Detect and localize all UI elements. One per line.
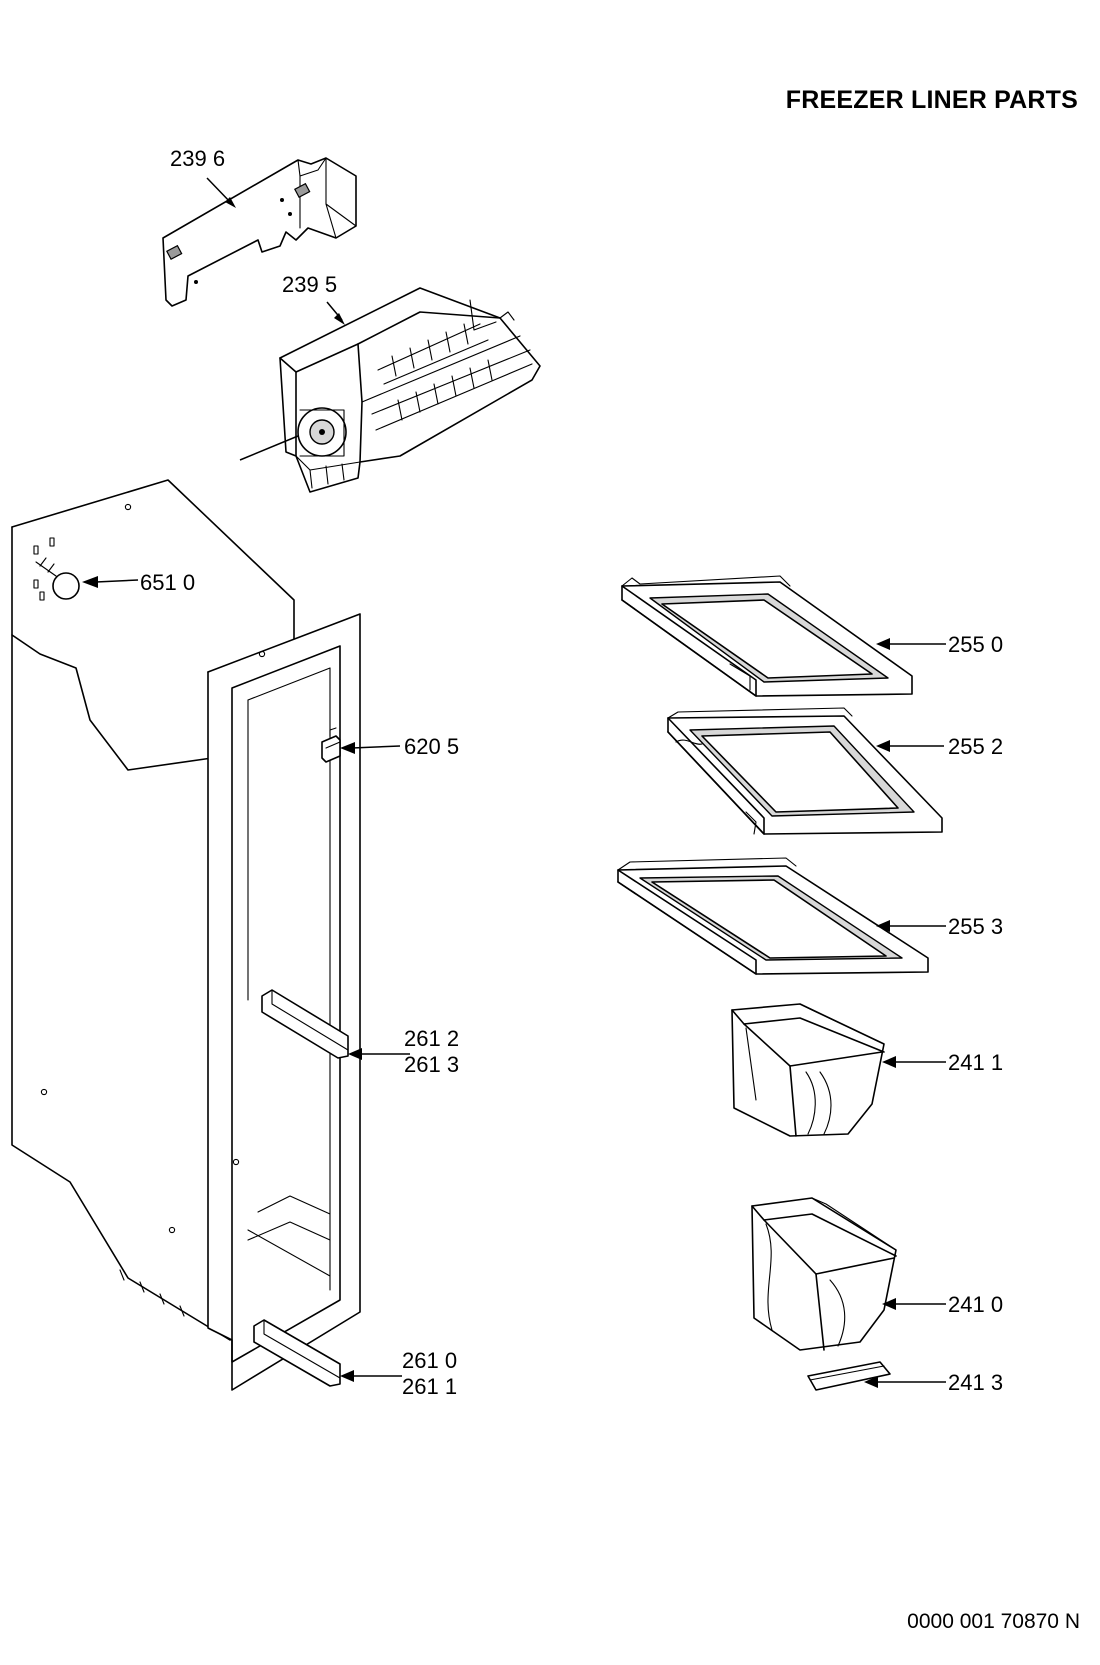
- callout-2396: 239 6: [170, 146, 226, 171]
- leader-2395-shaft: [239, 435, 299, 461]
- shelf-255-3: [617, 857, 929, 975]
- callout-2610-2611: 261 0 261 1: [402, 1348, 458, 1399]
- ice-maker-bracket: [162, 157, 357, 307]
- document-number: 0000 001 70870 N: [907, 1610, 1080, 1633]
- callout-2550: 255 0: [948, 632, 1004, 657]
- callout-2410: 241 0: [948, 1292, 1004, 1317]
- bin-trim-241-3: [807, 1361, 891, 1391]
- door-switch: [321, 727, 341, 763]
- callout-6510: 651 0: [140, 570, 196, 595]
- callout-2552: 255 2: [948, 734, 1004, 759]
- freezer-bin-241-0: [751, 1197, 897, 1351]
- lower-shelf-rail: [253, 1319, 341, 1387]
- callout-2395: 239 5: [282, 272, 338, 297]
- page-title: FREEZER LINER PARTS: [785, 86, 1078, 114]
- shelf-255-0: [621, 575, 913, 697]
- leader-6205: [351, 745, 401, 749]
- callout-2413: 241 3: [948, 1370, 1004, 1395]
- upper-shelf-rail: [261, 989, 349, 1059]
- callout-6205: 620 5: [404, 734, 460, 759]
- callout-2553: 255 3: [948, 914, 1004, 939]
- ice-maker-assembly: [279, 287, 541, 493]
- light-bulb: [35, 557, 80, 600]
- leader-6510: [95, 579, 139, 583]
- freezer-bin-241-1: [731, 1003, 885, 1137]
- freezer-liner-cabinet: [11, 479, 361, 1391]
- callout-2612-2613: 261 2 261 3: [404, 1026, 460, 1077]
- callout-2411: 241 1: [948, 1050, 1004, 1075]
- shelf-255-2: [667, 707, 943, 835]
